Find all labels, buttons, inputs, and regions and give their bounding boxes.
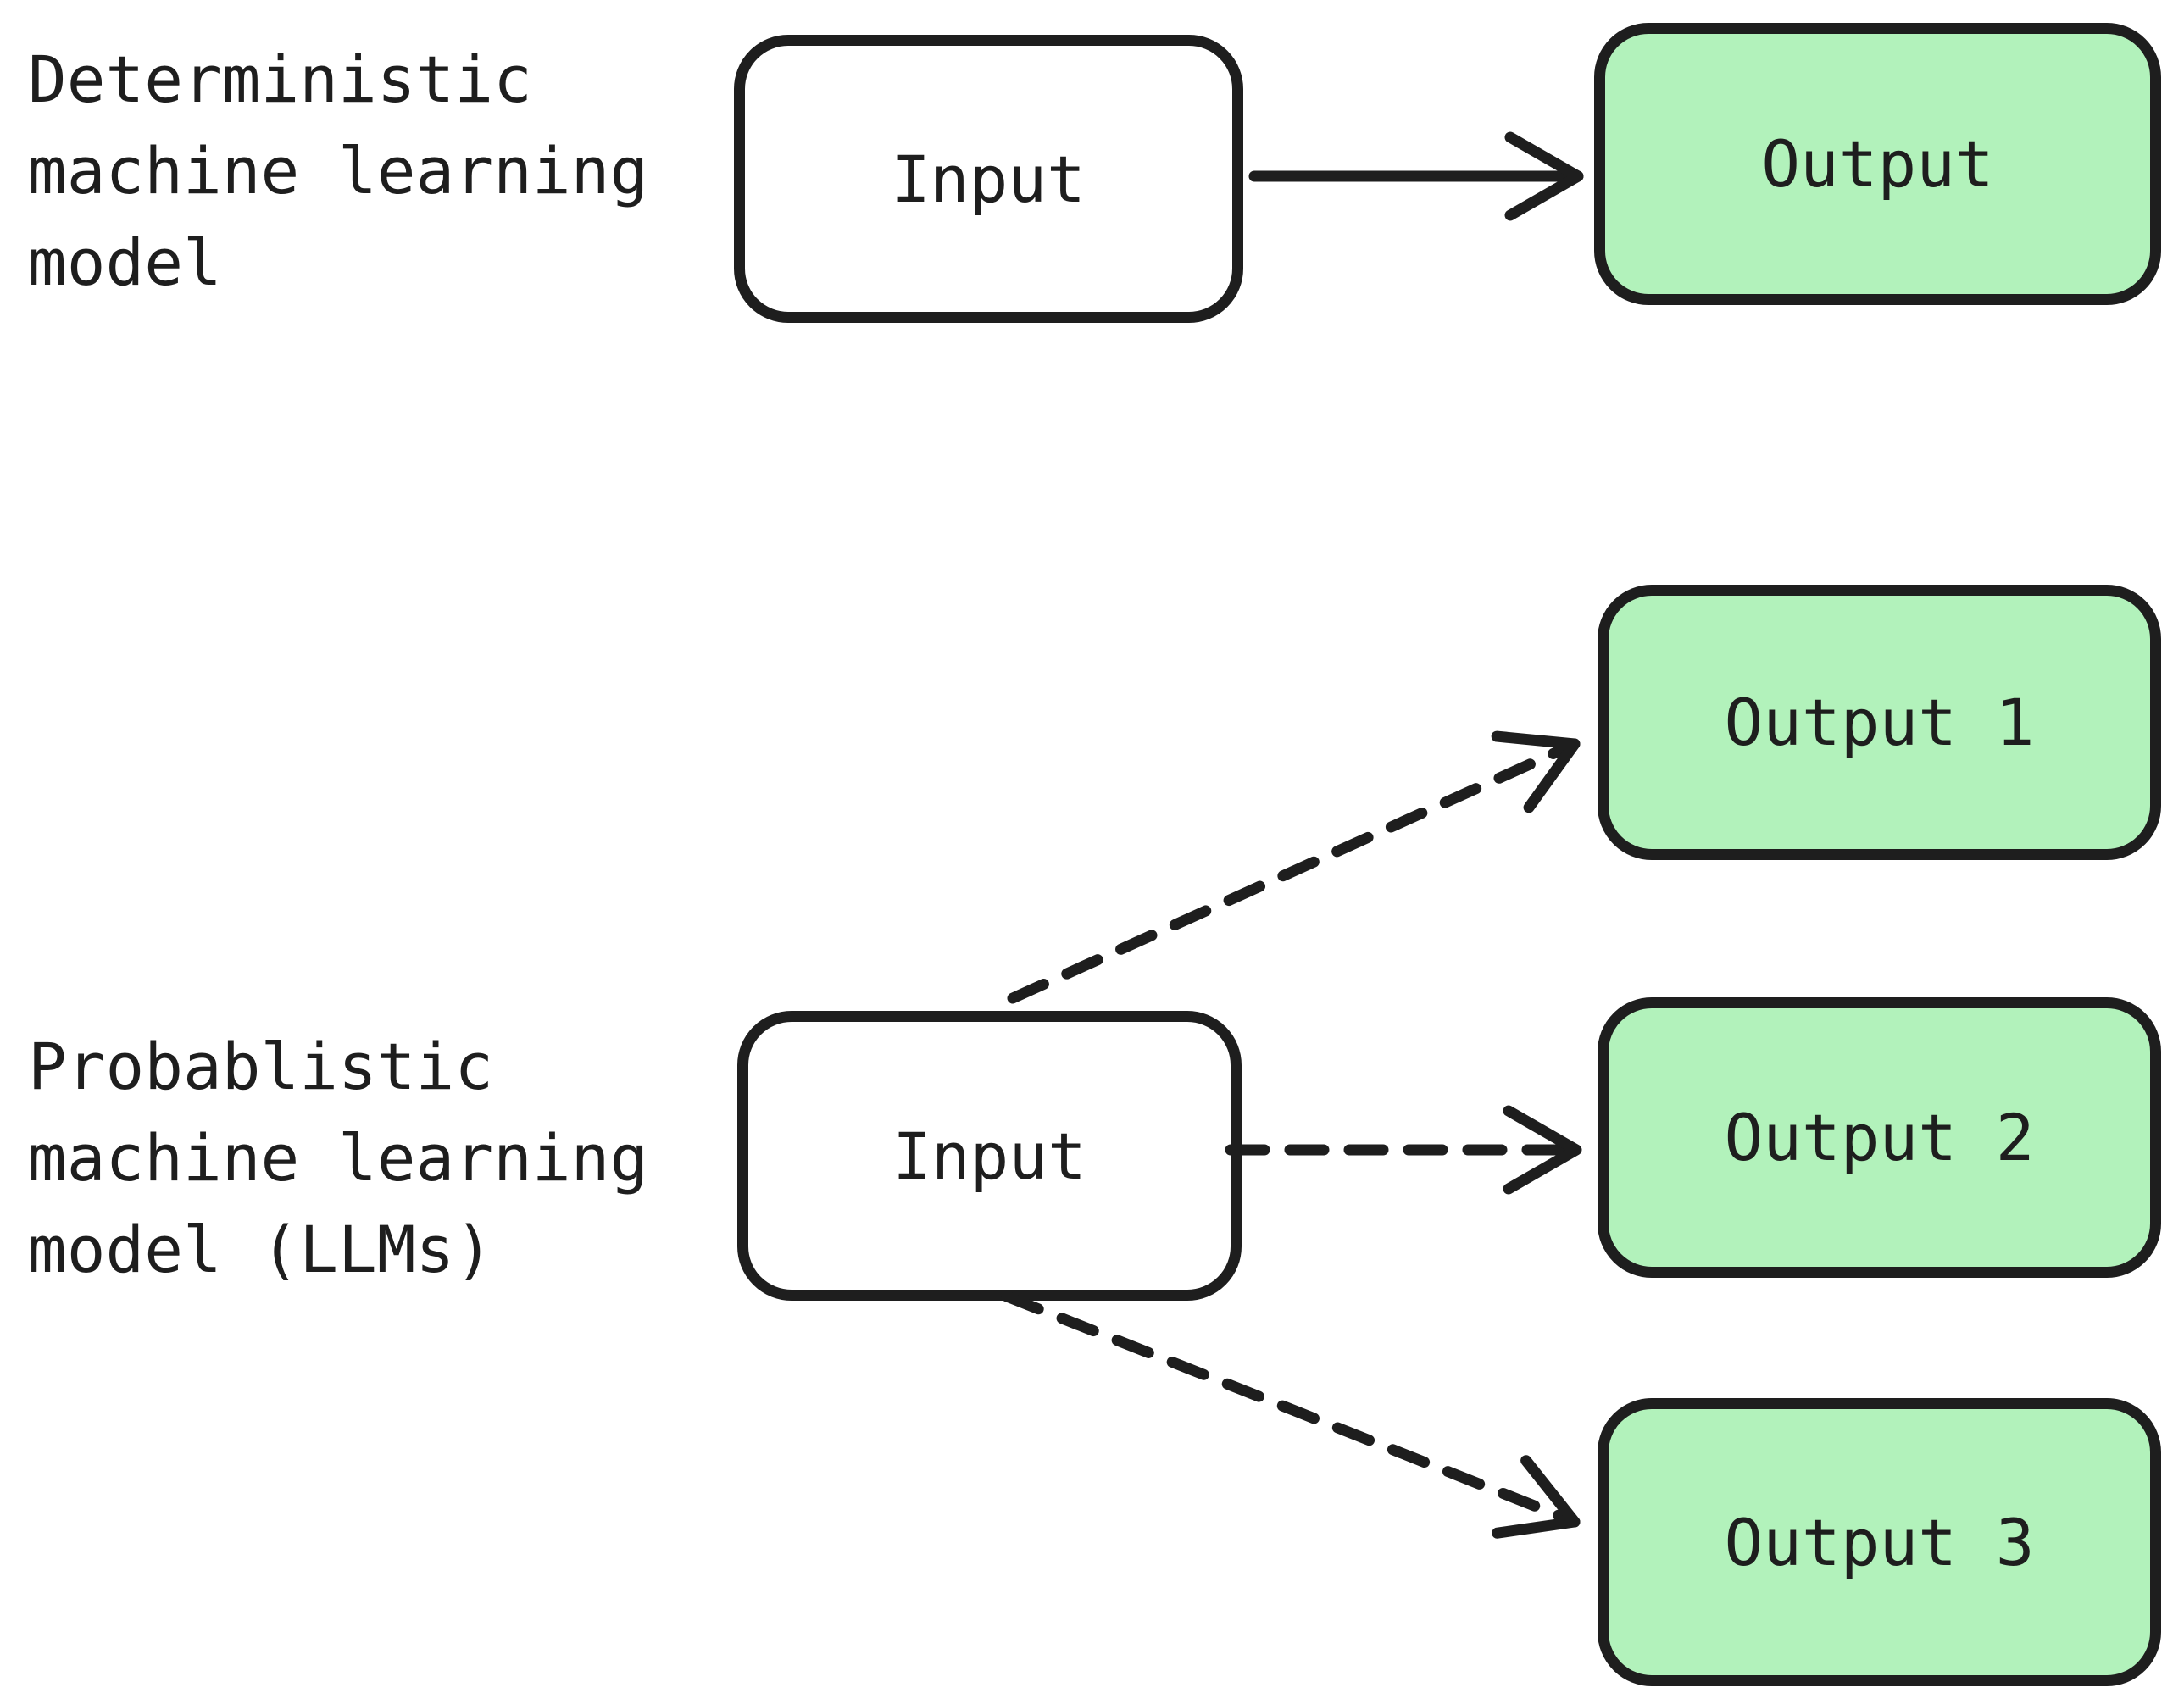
probabilistic-output-1-box: Output 1 (1598, 585, 2161, 860)
deterministic-section-label: Deterministic machine learning model (28, 42, 649, 300)
probabilistic-input-label: Input (892, 1118, 1086, 1194)
deterministic-input-box: Input (734, 35, 1243, 323)
dashed-arrow-to-output-1 (1007, 730, 1581, 1004)
dashed-arrow-to-output-3 (1001, 1290, 1581, 1539)
deterministic-output-label: Output (1761, 126, 1994, 202)
probabilistic-output-2-label: Output 2 (1724, 1100, 2035, 1175)
deterministic-output-box: Output (1594, 23, 2161, 305)
probabilistic-output-3-box: Output 3 (1598, 1398, 2161, 1686)
probabilistic-output-2-box: Output 2 (1598, 997, 2161, 1278)
probabilistic-output-1-label: Output 1 (1724, 685, 2035, 760)
probabilistic-input-box: Input (737, 1011, 1242, 1301)
probabilistic-output-3-label: Output 3 (1724, 1504, 2035, 1580)
deterministic-input-label: Input (892, 141, 1086, 217)
probabilistic-section-label: Probablistic machine learning model (LLM… (28, 1029, 649, 1287)
